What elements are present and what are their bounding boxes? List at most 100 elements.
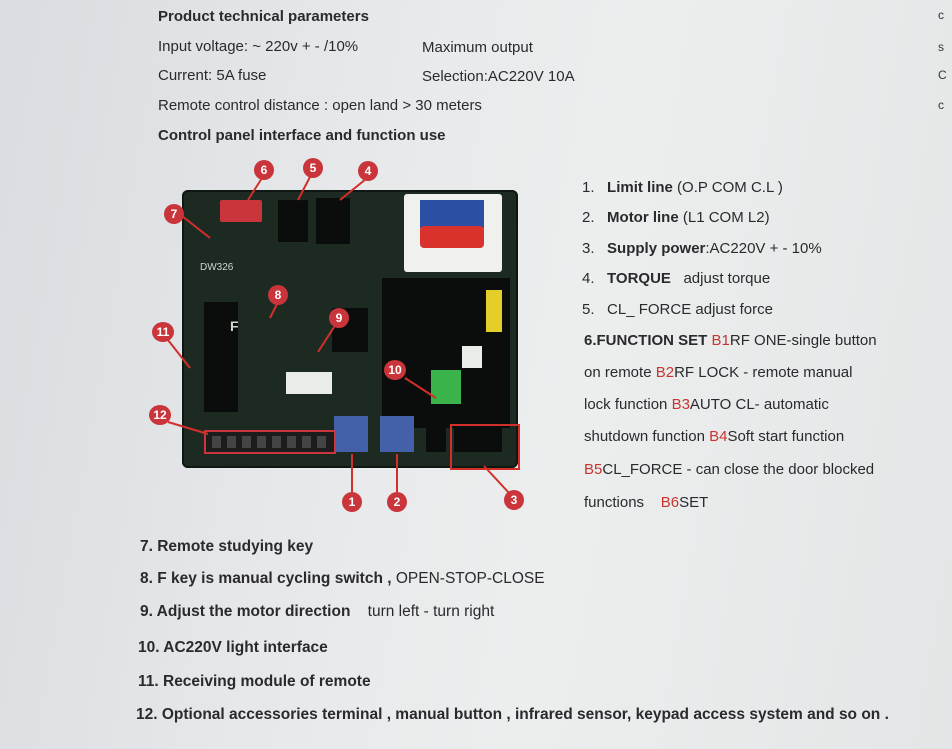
b1-text: RF ONE-single button — [729, 332, 877, 349]
function-line: functions B6SET — [584, 494, 708, 511]
edge-fragment: c — [938, 98, 944, 112]
list-item-4: 4. TORQUE adjust torque — [582, 270, 770, 287]
item-number: 4. — [582, 270, 595, 287]
item-title: Limit line — [607, 179, 673, 196]
light-interface-terminal — [431, 370, 461, 404]
board-label: DW326 — [200, 262, 234, 273]
item-title: 8. F key is manual cycling switch , — [140, 570, 392, 587]
callout-12: 12 — [149, 405, 171, 425]
item-detail: adjust torque — [683, 270, 771, 287]
terminal-pin — [317, 436, 326, 448]
item-detail: :AC220V + - 10% — [705, 240, 822, 257]
control-board-image: DW326 F — [182, 190, 518, 468]
terminal-pin — [287, 436, 296, 448]
list-item-11: 11. Receiving module of remote — [138, 673, 371, 690]
item-detail: turn left - turn right — [367, 603, 495, 620]
accessories-terminal — [204, 430, 336, 454]
current-fuse: Current: 5A fuse — [158, 67, 267, 84]
callout-5: 5 — [303, 158, 323, 178]
function-line: on remote B2RF LOCK - remote manual — [584, 364, 852, 381]
callout-8: 8 — [268, 285, 288, 305]
terminal-pin — [227, 436, 236, 448]
edge-fragment: s — [938, 40, 944, 54]
callout-6: 6 — [254, 160, 274, 180]
b6-text: SET — [679, 494, 709, 511]
terminal-pin — [257, 436, 266, 448]
callout-1: 1 — [342, 492, 362, 512]
list-item-7: 7. Remote studying key — [140, 538, 314, 555]
list-item-8: 8. F key is manual cycling switch , OPEN… — [140, 570, 545, 588]
limit-terminal — [334, 416, 368, 452]
b2-text: RF LOCK - remote manual — [674, 364, 853, 381]
b5-text: CL_FORCE - can close the door blocked — [602, 461, 875, 478]
transformer-coil — [420, 226, 484, 248]
function-line: shutdown function B4Soft start function — [584, 428, 844, 445]
edge-fragment: C — [938, 68, 947, 82]
list-item-1: 1. Limit line (O.P COM C.L ) — [582, 179, 783, 196]
supply-terminal-highlight — [450, 424, 520, 470]
potentiometer — [278, 200, 308, 242]
callout-11: 11 — [152, 322, 174, 342]
label-sticker — [286, 372, 332, 394]
terminal-pin — [242, 436, 251, 448]
params-heading: Product technical parameters — [158, 8, 369, 25]
terminal-pin — [212, 436, 221, 448]
function-line: lock function B3AUTO CL- automatic — [584, 396, 829, 413]
terminal-pin — [302, 436, 311, 448]
potentiometer — [316, 198, 350, 244]
callout-10: 10 — [384, 360, 406, 380]
item-detail: (O.P COM C.L ) — [677, 179, 783, 196]
item-title: Motor line — [607, 209, 679, 226]
code-b3: B3 — [671, 396, 690, 413]
function-line: B5CL_FORCE - can close the door blocked — [584, 461, 874, 478]
list-item-5: 5. CL_ FORCE adjust force — [582, 301, 773, 318]
supply-screw — [426, 424, 446, 452]
remote-distance: Remote control distance : open land > 30… — [158, 97, 482, 114]
edge-fragment: c — [938, 8, 944, 22]
selection: Selection:AC220V 10A — [422, 68, 575, 85]
control-heading: Control panel interface and function use — [158, 127, 446, 144]
transformer-coil — [420, 200, 484, 228]
list-item-10: 10. AC220V light interface — [138, 639, 328, 656]
item-detail: (L1 COM L2) — [682, 209, 770, 226]
item-title: 6.FUNCTION SET — [584, 332, 708, 349]
code-b5: B5 — [584, 461, 603, 478]
item-number: 1. — [582, 179, 595, 196]
b3-continued: shutdown function — [584, 428, 705, 445]
code-b2: B2 — [655, 364, 675, 381]
b3-text: AUTO CL- automatic — [689, 396, 829, 413]
callout-2: 2 — [387, 492, 407, 512]
list-item-6: 6.FUNCTION SET B1RF ONE-single button — [584, 332, 877, 349]
callout-7: 7 — [164, 204, 184, 224]
item-title: Supply power — [607, 240, 706, 257]
list-item-3: 3. Supply power:AC220V + - 10% — [582, 240, 822, 257]
item-number: 5. — [582, 301, 595, 318]
code-b6: B6 — [660, 494, 680, 511]
item-number: 2. — [582, 209, 595, 226]
motor-terminal — [380, 416, 414, 452]
b1-continued: on remote — [584, 364, 652, 381]
callout-3: 3 — [504, 490, 524, 510]
max-output: Maximum output — [422, 39, 533, 56]
item-title: 9. Adjust the motor direction — [140, 603, 351, 620]
input-voltage: Input voltage: ~ 220v + - /10% — [158, 38, 359, 55]
callout-9: 9 — [329, 308, 349, 328]
terminal-pin — [272, 436, 281, 448]
item-detail: CL_ FORCE adjust force — [607, 301, 773, 318]
dip-switch — [220, 200, 262, 222]
callout-4: 4 — [358, 161, 378, 181]
supply-screws — [454, 424, 502, 452]
connector — [462, 346, 482, 368]
capacitor — [486, 290, 502, 332]
f-key-label: F — [230, 318, 239, 334]
item-title: TORQUE — [607, 270, 671, 287]
list-item-9: 9. Adjust the motor direction turn left … — [140, 603, 494, 621]
b2-continued: lock function — [584, 396, 668, 413]
item-number: 3. — [582, 240, 595, 257]
code-b4: B4 — [709, 428, 728, 445]
list-item-12: 12. Optional accessories terminal , manu… — [136, 706, 889, 723]
b5-continued: functions — [584, 494, 645, 511]
item-detail: OPEN-STOP-CLOSE — [395, 570, 545, 587]
code-b1: B1 — [711, 332, 730, 349]
